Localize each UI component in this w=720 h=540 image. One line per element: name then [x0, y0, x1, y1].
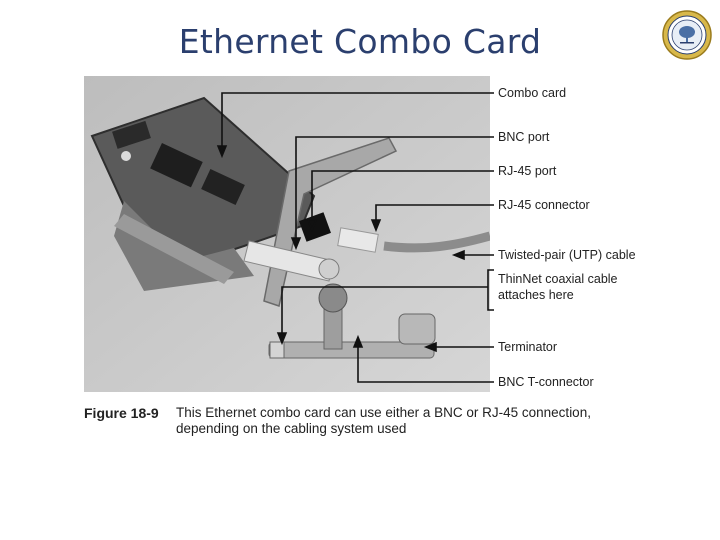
- figure-label: Figure 18-9: [84, 405, 159, 421]
- callout-rj45-port: RJ-45 port: [498, 164, 557, 178]
- university-seal-icon: [662, 10, 712, 60]
- callout-thinnet-coax: ThinNet coaxial cable attaches here: [498, 272, 618, 302]
- slide-title: Ethernet Combo Card: [178, 22, 542, 61]
- callout-combo-card: Combo card: [498, 86, 567, 100]
- callout-bnc-t-connector: BNC T-connector: [498, 375, 594, 389]
- callout-bnc-port: BNC port: [498, 130, 550, 144]
- figure-caption: This Ethernet combo card can use either …: [176, 405, 591, 436]
- callout-twisted-pair-cable: Twisted-pair (UTP) cable: [498, 248, 636, 262]
- callout-terminator: Terminator: [498, 340, 558, 354]
- callout-rj45-connector: RJ-45 connector: [498, 198, 590, 212]
- combo-card-photo: [84, 76, 490, 392]
